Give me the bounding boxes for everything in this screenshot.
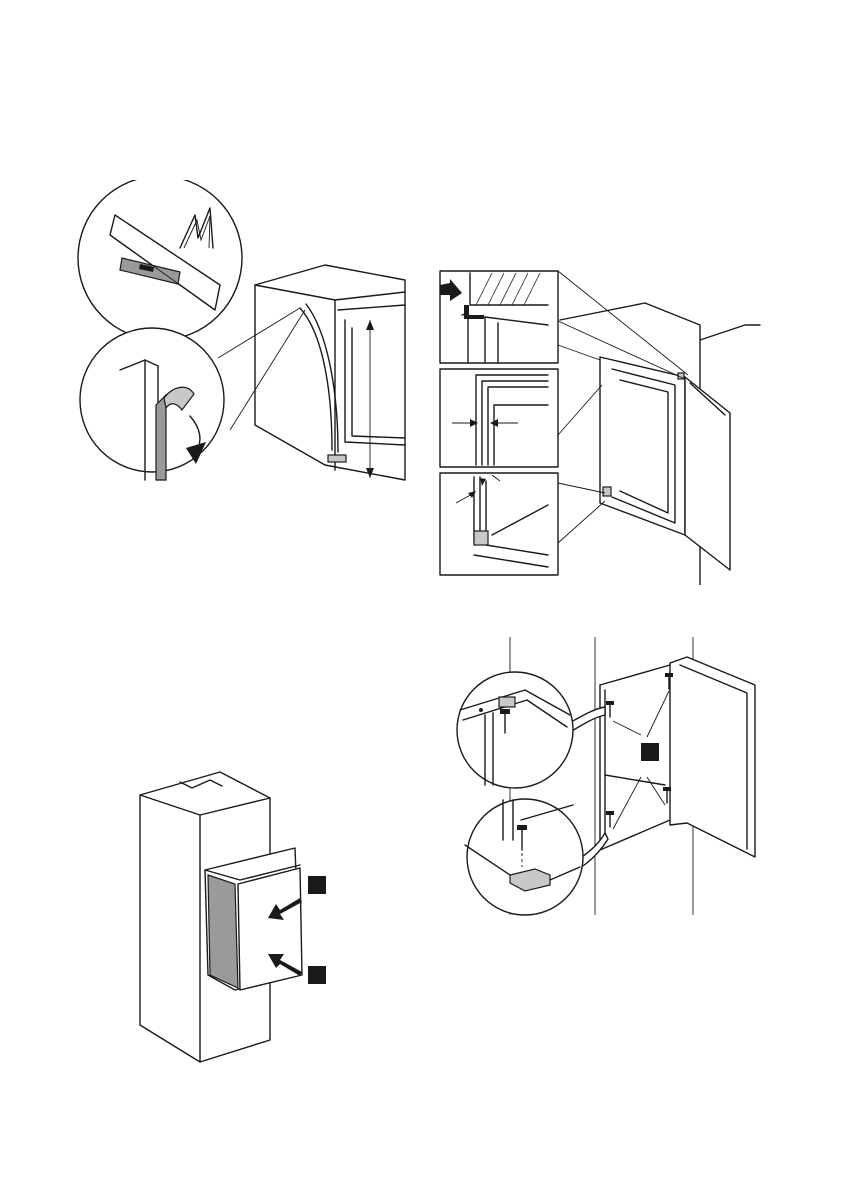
screw-icon [606,673,673,827]
trim-seal-strip-illustration [70,180,410,500]
detail-bottom-bracket-circle [467,799,583,915]
figure-push-into-cabinet [130,770,350,1070]
figure-screw-fixing [455,635,841,920]
detail-peel-circle [80,328,224,472]
push-appliance-into-cabinet-illustration [130,770,350,1070]
detail-top-screw-circle [457,672,573,788]
door-alignment-check-illustration [430,265,841,585]
callout-marker [641,743,659,761]
detail-box-top-seal [440,271,558,363]
callout-marker-b [308,966,326,984]
figure-trim-seal-strip [70,180,410,500]
cabinet-outline [255,265,405,480]
figure-door-alignment [430,265,841,585]
appliance-side-panel [208,875,238,988]
screw-fixing-illustration [455,635,841,920]
callout-marker-a [308,876,326,894]
detail-box-side-gap [440,369,558,467]
